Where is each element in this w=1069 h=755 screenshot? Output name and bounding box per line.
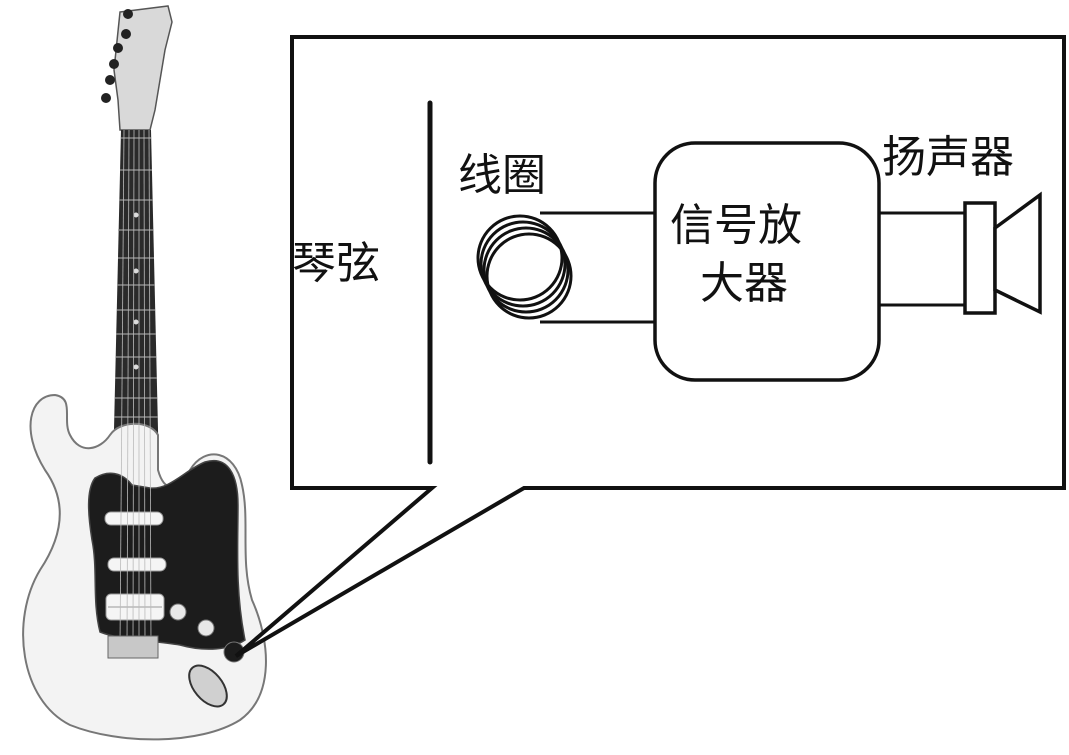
amplifier-label-line2: 大器 xyxy=(700,258,788,309)
control-knobs xyxy=(169,603,245,663)
string-label: 琴弦 xyxy=(292,238,380,289)
speaker-wires xyxy=(879,211,965,307)
speaker-label: 扬声器 xyxy=(882,132,1014,183)
coil-label: 线圈 xyxy=(458,150,546,201)
amplifier-label-line1: 信号放 xyxy=(670,200,802,251)
guitar-bridge xyxy=(107,635,159,659)
pickguard xyxy=(87,459,246,650)
speaker-icon xyxy=(963,191,1042,315)
signal-amplifier-box xyxy=(653,141,881,382)
coil-wires xyxy=(540,211,655,324)
electric-guitar xyxy=(22,5,267,741)
tuning-pegs xyxy=(101,9,133,103)
callout-box xyxy=(234,35,1066,658)
guitar-strings xyxy=(119,129,152,646)
coil-icon xyxy=(476,214,573,320)
guitar-headstock xyxy=(113,5,173,131)
output-jack xyxy=(188,664,228,708)
